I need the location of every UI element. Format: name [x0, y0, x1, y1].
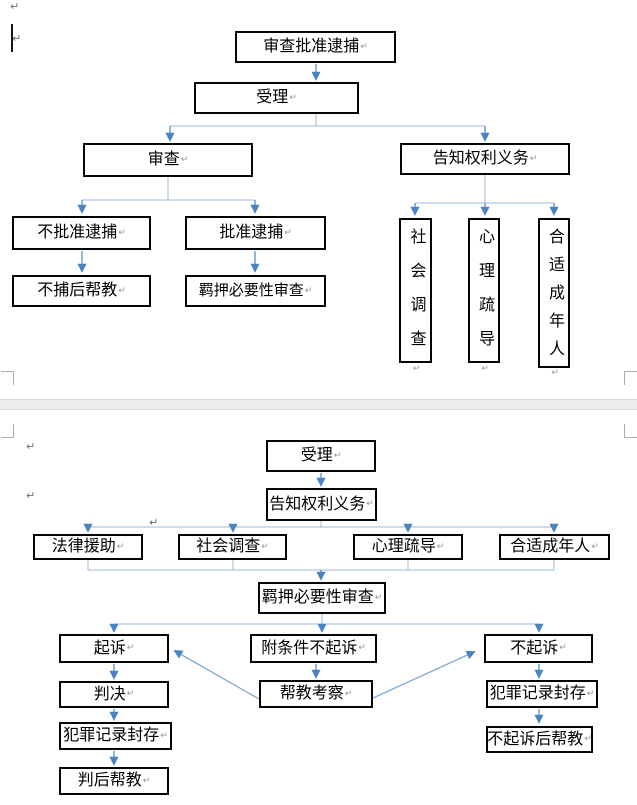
paragraph-mark: ↵ — [550, 368, 560, 378]
node-label: 羁押必要性审查 — [198, 282, 304, 299]
flow-node-appropriate-adult-2[interactable]: 合适成年人↵ — [499, 534, 610, 560]
flow-node-psych-counseling-1[interactable]: 心理疏导↵ — [468, 218, 500, 374]
flow-node-help-after-non-prosecution[interactable]: 不起诉后帮教↵ — [486, 726, 593, 753]
flow-node-disapprove-arrest[interactable]: 不批准逮捕↵ — [12, 216, 151, 250]
paragraph-mark: ↵ — [591, 541, 599, 552]
flow-node-criminal-record-seal-right[interactable]: 犯罪记录封存↵ — [486, 680, 598, 708]
paragraph-mark: ↵ — [10, 0, 20, 13]
flow-node-review-approve-arrest[interactable]: 审查批准逮捕↵ — [235, 31, 396, 63]
paragraph-mark: ↵ — [289, 92, 297, 103]
paragraph-mark: ↵ — [160, 730, 168, 741]
paragraph-mark: ↵ — [529, 153, 538, 164]
paragraph-mark: ↵ — [304, 285, 313, 296]
flow-node-psych-counseling-2[interactable]: 心理疏导↵ — [353, 534, 463, 560]
paragraph-mark: ↵ — [118, 285, 126, 296]
node-label: 社会调查 — [196, 538, 261, 555]
flow-node-review[interactable]: 审查↵ — [83, 143, 253, 177]
node-label: 心理疏导 — [371, 538, 436, 555]
paragraph-mark: ↵ — [374, 592, 383, 603]
paragraph-mark: ↵ — [149, 516, 159, 529]
node-label: 不捕后帮教 — [37, 282, 118, 299]
node-label: 告知权利义务 — [432, 150, 529, 167]
node-label: 不批准逮捕 — [37, 224, 118, 241]
node-label: 法律援助 — [51, 538, 116, 555]
flow-node-help-after-non-arrest[interactable]: 不捕后帮教↵ — [12, 275, 151, 307]
node-label: 合适成年人 — [510, 538, 591, 555]
flow-node-inform-rights-1[interactable]: 告知权利义务↵ — [400, 143, 570, 175]
paragraph-mark: ↵ — [436, 541, 445, 552]
flow-node-prosecute[interactable]: 起诉↵ — [59, 634, 169, 663]
flow-node-help-and-observe[interactable]: 帮教考察↵ — [259, 680, 373, 708]
paragraph-mark: ↵ — [26, 489, 36, 502]
flow-node-appropriate-adult-1[interactable]: 合适成年人↵ — [538, 218, 570, 378]
paragraph-mark: ↵ — [360, 41, 368, 52]
paragraph-mark: ↵ — [358, 643, 366, 653]
text-cursor — [11, 24, 13, 52]
flow-node-custody-necessity-review-2[interactable]: 羁押必要性审查↵ — [258, 582, 386, 614]
paragraph-mark: ↵ — [261, 541, 269, 552]
node-label: 附条件不起诉 — [261, 639, 358, 657]
node-label: 犯罪记录封存 — [63, 727, 160, 744]
node-label: 心理疏导 — [476, 228, 493, 364]
paragraph-mark: ↵ — [26, 440, 36, 453]
paragraph-mark: ↵ — [126, 689, 135, 699]
flow-node-inform-rights-2[interactable]: 告知权利义务↵ — [266, 488, 377, 521]
node-label: 帮教考察 — [279, 685, 344, 702]
node-label: 判决 — [93, 685, 126, 703]
paragraph-mark: ↵ — [180, 154, 189, 165]
node-label: 受理 — [256, 89, 289, 106]
node-label: 犯罪记录封存 — [489, 685, 586, 702]
node-label: 不起诉 — [510, 639, 559, 657]
node-label: 批准逮捕 — [219, 224, 284, 241]
flow-node-accept-2[interactable]: 受理↵ — [266, 440, 376, 472]
flow-node-social-investigation-2[interactable]: 社会调查↵ — [178, 534, 287, 560]
flow-node-approve-arrest[interactable]: 批准逮捕↵ — [185, 216, 326, 250]
node-label: 审查批准逮捕 — [263, 38, 360, 55]
paragraph-mark: ↵ — [333, 450, 342, 461]
flow-node-help-after-judgment[interactable]: 判后帮教↵ — [59, 767, 169, 795]
paragraph-mark: ↵ — [366, 499, 374, 509]
node-label: 判后帮教 — [77, 772, 142, 789]
page1-bottom-left-margin-mark — [1, 371, 14, 385]
paragraph-mark: ↵ — [344, 688, 353, 699]
page-break-band — [0, 399, 637, 410]
node-label: 不起诉后帮教 — [487, 730, 584, 748]
flow-node-legal-aid[interactable]: 法律援助↵ — [33, 534, 143, 560]
node-label: 羁押必要性审查 — [261, 589, 374, 606]
flow-node-social-investigation-1[interactable]: 社会调查↵ — [399, 218, 432, 374]
paragraph-mark: ↵ — [116, 541, 125, 552]
paragraph-mark: ↵ — [126, 643, 135, 653]
paragraph-mark: ↵ — [118, 227, 126, 238]
paragraph-mark: ↵ — [586, 688, 595, 699]
flow-node-judgment[interactable]: 判决↵ — [59, 681, 169, 708]
flow-node-conditional-non-prosecution[interactable]: 附条件不起诉↵ — [250, 634, 377, 663]
node-label: 受理 — [300, 447, 333, 464]
paragraph-mark: ↵ — [559, 643, 567, 653]
paragraph-mark: ↵ — [411, 364, 422, 374]
node-label: 告知权利义务 — [269, 495, 366, 513]
paragraph-mark: ↵ — [12, 32, 22, 45]
flow-node-accept-1[interactable]: 受理↵ — [194, 82, 359, 114]
page1-bottom-right-margin-mark — [624, 371, 637, 385]
paragraph-mark: ↵ — [284, 227, 292, 238]
flow-node-custody-necessity-review-1[interactable]: 羁押必要性审查↵ — [185, 275, 326, 307]
node-label: 起诉 — [93, 639, 126, 657]
node-label: 社会调查 — [407, 228, 425, 364]
flow-node-criminal-record-seal-left[interactable]: 犯罪记录封存↵ — [59, 722, 172, 750]
paragraph-mark: ↵ — [480, 364, 490, 374]
paragraph-mark: ↵ — [584, 734, 592, 744]
node-label: 审查 — [147, 151, 180, 168]
page2-top-left-margin-mark — [1, 424, 14, 438]
flow-node-non-prosecution[interactable]: 不起诉↵ — [484, 634, 593, 663]
page2-top-right-margin-mark — [624, 424, 637, 438]
node-label: 合适成年人 — [546, 228, 563, 368]
paragraph-mark: ↵ — [142, 775, 151, 786]
